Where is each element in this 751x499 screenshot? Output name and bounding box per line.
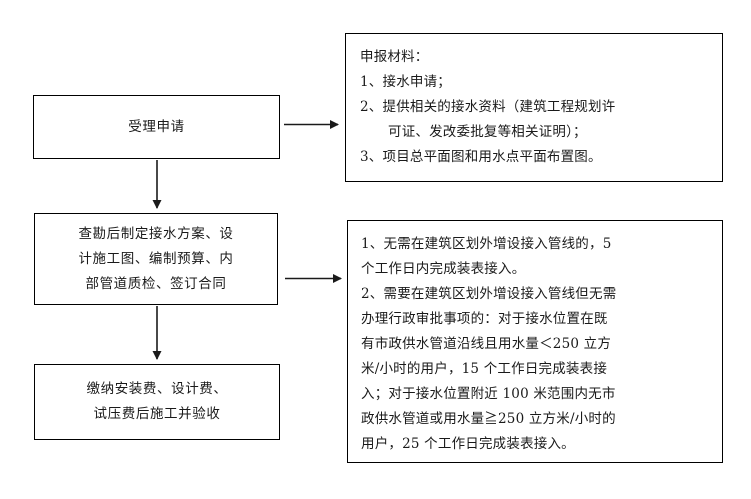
timeline-text-block: 1、无需在建筑区划外增设接入管线的，5 个工作日内完成装表接入。 2、需要在建筑… (361, 236, 617, 452)
materials-text-block: 申报材料： 1、接水申请； 2、提供相关的接水资料（建筑工程规划许可证、发改委批复等… (346, 34, 722, 170)
materials-item-2: 2、提供相关的接水资料（建筑工程规划许 (360, 99, 616, 115)
detail-panel-application-materials[interactable]: 申报材料： 1、接水申请； 2、提供相关的接水资料（建筑工程规划许可证、发改委批复等… (345, 33, 723, 182)
process-label-accept-application: 受理申请 (128, 118, 185, 135)
process-label-survey-design: 查勘后制定接水方案、设 计施工图、编制预算、内 部管道质检、签订合同 (78, 225, 234, 292)
materials-item-3: 3、项目总平面图和用水点平面布置图。 (360, 149, 602, 165)
process-box-survey-design[interactable]: 查勘后制定接水方案、设 计施工图、编制预算、内 部管道质检、签订合同 (34, 213, 278, 305)
detail-panel-processing-timeline[interactable]: 1、无需在建筑区划外增设接入管线的，5 个工作日内完成装表接入。 2、需要在建筑… (347, 220, 723, 463)
materials-heading: 申报材料： (360, 49, 429, 65)
materials-item-2-continued: 可证、发改委批复等相关证明）； (388, 124, 587, 140)
materials-item-1: 1、接水申请； (360, 74, 451, 90)
process-box-payment-construction[interactable]: 缴纳安装费、设计费、 试压费后施工并验收 (34, 364, 280, 440)
process-box-accept-application[interactable]: 受理申请 (33, 95, 280, 159)
process-label-payment-construction: 缴纳安装费、设计费、 试压费后施工并验收 (86, 381, 228, 422)
